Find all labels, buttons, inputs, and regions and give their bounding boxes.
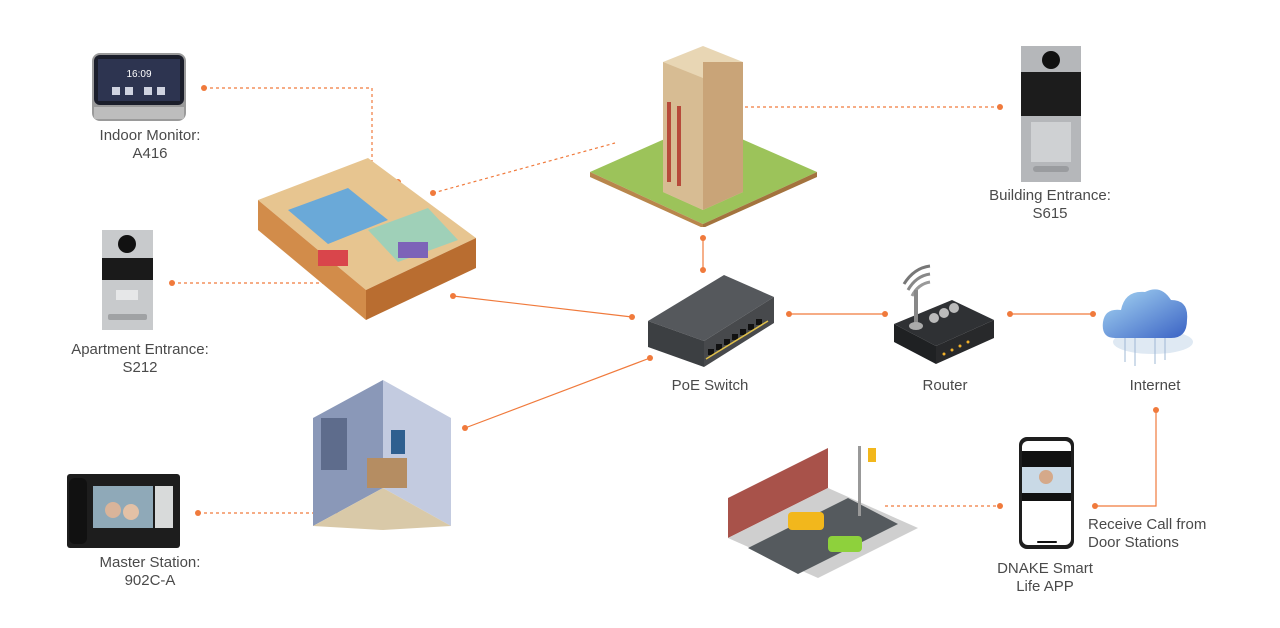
wire-internet-app: [1095, 410, 1157, 507]
cloud-icon: [1102, 289, 1193, 366]
router-label: Router: [922, 377, 968, 394]
internet-node[interactable]: [1095, 280, 1195, 376]
indoor-monitor-icon: 16:09: [92, 53, 186, 121]
office-node[interactable]: [307, 378, 453, 530]
internet-label: Internet: [1129, 377, 1181, 394]
router-icon: [894, 264, 994, 364]
indoor-monitor-node[interactable]: 16:09: [92, 53, 186, 121]
receive-call-label: Receive Call from Door Stations: [1088, 516, 1207, 551]
smart-app-node[interactable]: [1019, 437, 1074, 549]
building-entrance-label: Building Entrance: S615: [989, 187, 1111, 222]
master-station-label: Master Station: 902C-A: [99, 554, 201, 589]
wire-apartment-building: [432, 142, 616, 194]
switch-icon: [648, 275, 774, 367]
building-icon: [590, 46, 817, 228]
apartment-interior-icon: [258, 158, 476, 320]
building-node[interactable]: [585, 42, 820, 228]
building-entrance-node[interactable]: [1021, 46, 1081, 182]
apartment-node[interactable]: [248, 150, 478, 322]
master-station-icon: [67, 474, 180, 548]
wire-indoor-monitor: [204, 87, 373, 180]
smart-app-label: DNAKE Smart Life APP: [997, 560, 1093, 595]
office-room-icon: [313, 380, 451, 530]
poe-switch-node[interactable]: [648, 275, 774, 367]
router-node[interactable]: [890, 262, 994, 368]
svg-text:16:09: 16:09: [126, 69, 151, 80]
poe-switch-label: PoE Switch: [671, 377, 749, 394]
street-node[interactable]: [728, 428, 918, 594]
door-station-icon: [102, 230, 153, 330]
door-station-keypad-icon: [1021, 46, 1081, 182]
master-station-node[interactable]: [67, 474, 180, 548]
wire-office-switch: [464, 357, 651, 429]
smartphone-icon: [1019, 437, 1074, 549]
indoor-monitor-label: Indoor Monitor: A416: [99, 127, 201, 162]
apartment-entrance-label: Apartment Entrance: S212: [71, 341, 209, 376]
apartment-entrance-node[interactable]: [102, 230, 153, 330]
wire-apartment-switch: [452, 295, 633, 318]
street-scene-icon: [728, 446, 918, 578]
